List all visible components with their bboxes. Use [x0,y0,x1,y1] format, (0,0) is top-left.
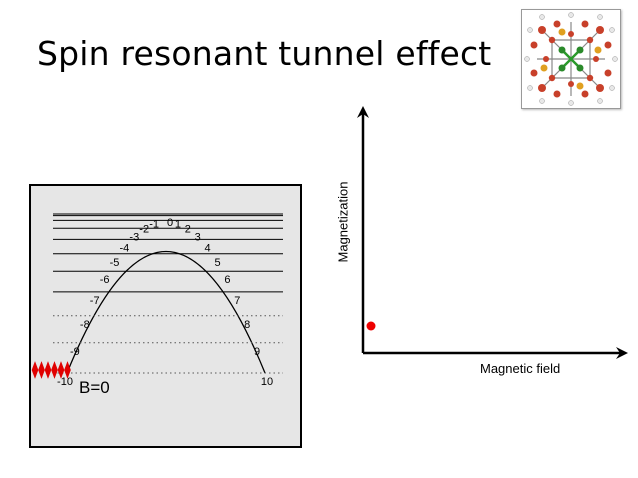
level-label-left: -2 [139,223,149,235]
level-label-right: 1 [175,219,181,231]
y-axis-arrow-icon [357,106,369,118]
level-label-left: -8 [80,319,90,331]
spin-arrow-icon [57,361,65,379]
molecule-structure-icon [524,12,618,106]
field-label: B=0 [79,378,110,397]
level-label-right: 9 [254,346,260,358]
spin-arrow-icon [51,361,58,379]
level-label-left: -5 [110,257,120,269]
energy-barrier-curve [66,251,266,374]
level-label-right: 5 [214,257,220,269]
level-label-left: -10 [57,376,73,388]
y-axis-label: Magnetization [335,181,351,263]
level-label-right: 3 [195,231,201,243]
spin-arrow-icon [44,361,52,379]
level-label-right: 10 [261,376,273,388]
spin-arrow-icon [31,361,39,379]
magnetization-point [366,321,376,331]
level-label-left: -6 [100,274,110,286]
level-label-left: -9 [70,346,80,358]
x-axis-arrow-icon [616,347,628,359]
molecule-image [521,9,621,109]
level-label-right: 2 [185,223,191,235]
level-label-left: -3 [129,231,139,243]
spin-arrow-icon [64,361,71,379]
spin-markers [31,361,71,379]
spin-arrow-icon [38,361,45,379]
slide-title: Spin resonant tunnel effect [37,34,492,73]
level-label-right: 4 [205,242,211,254]
level-label-right: 8 [244,319,250,331]
level-label-right: 6 [224,274,230,286]
x-axis-label: Magnetic field [480,361,561,376]
level-label-left: 0 [167,217,173,229]
level-label-left: -4 [120,242,130,254]
level-label-right: 7 [234,295,240,307]
level-label-left: -1 [149,219,159,231]
level-label-left: -7 [90,295,100,307]
